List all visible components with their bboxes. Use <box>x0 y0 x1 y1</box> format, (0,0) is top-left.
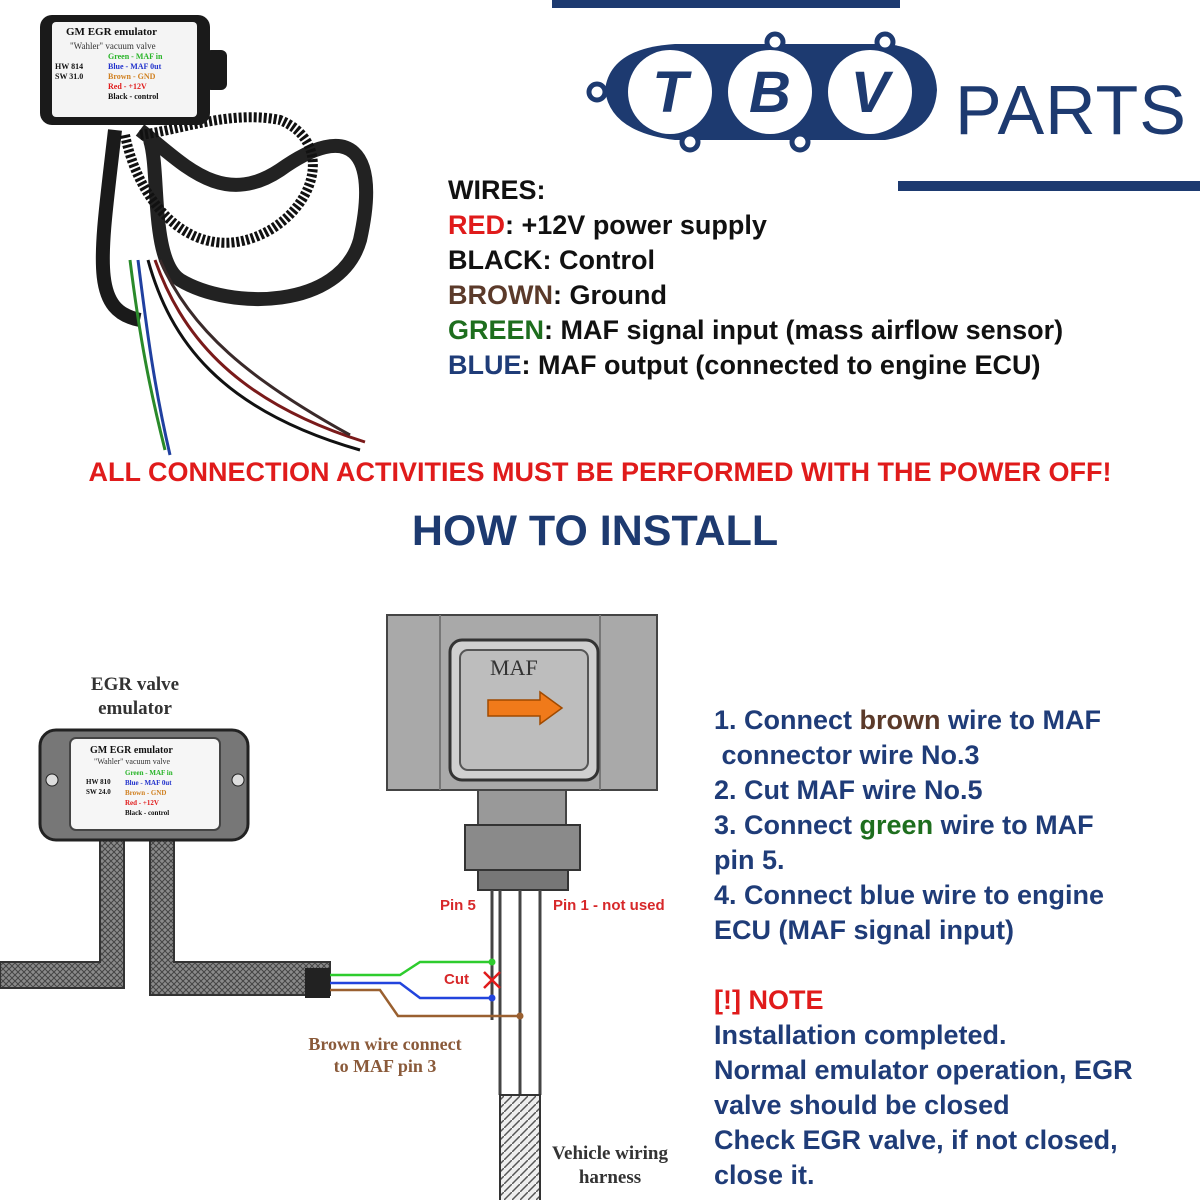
diagram-device-legend: Green - MAF in Blue - MAF 0ut Brown - GN… <box>125 768 173 818</box>
wire-blue-row: BLUE: MAF output (connected to engine EC… <box>448 348 1063 383</box>
egr-emulator-title: EGR valve emulator <box>60 673 210 721</box>
legend-brown: Brown - GND <box>108 72 156 81</box>
wire-green-name: GREEN <box>448 315 545 345</box>
diagram-device-subtitle: "Wahler" vacuum valve <box>94 757 171 766</box>
diagram-legend-black: Black - control <box>125 809 170 817</box>
wire-red-desc: : +12V power supply <box>505 210 767 240</box>
diagram-legend-blue: Blue - MAF 0ut <box>125 779 172 787</box>
step-1-text-c: wire to MAF <box>940 705 1102 735</box>
wire-brown-row: BROWN: Ground <box>448 278 1063 313</box>
step-1-brown: brown <box>859 705 941 735</box>
step-3: 3. Connect green wire to MAF <box>714 808 1184 843</box>
brand-logo: T B V <box>586 31 937 153</box>
note-line5: close it. <box>714 1160 815 1190</box>
power-off-warning: ALL CONNECTION ACTIVITIES MUST BE PERFOR… <box>88 457 1112 487</box>
vehicle-harness-label: Vehicle wiring harness <box>520 1142 700 1190</box>
install-steps: 1. Connect brown wire to MAF connector w… <box>714 703 1184 1193</box>
wire-black-desc: : Control <box>542 245 655 275</box>
diagram-legend-red: Red - +12V <box>125 799 159 807</box>
logo-letter-t: T <box>652 60 692 125</box>
note-line4: Check EGR valve, if not closed, <box>714 1125 1118 1155</box>
legend-red: Red - +12V <box>108 82 147 91</box>
wire-blue-desc: : MAF output (connected to engine ECU) <box>521 350 1041 380</box>
wire-red-row: RED: +12V power supply <box>448 208 1063 243</box>
logo-top-bar <box>552 0 900 8</box>
note-line2: Normal emulator operation, EGR <box>714 1055 1133 1085</box>
step-4-line2: ECU (MAF signal input) <box>714 915 1014 945</box>
logo-letter-b: B <box>749 60 791 125</box>
brown-note-line2: to MAF pin 3 <box>333 1056 437 1076</box>
device-legend: Green - MAF in Blue - MAF 0ut Brown - GN… <box>108 52 162 102</box>
diagram-device-sw: SW 24.0 <box>86 788 111 796</box>
pin5-label: Pin 5 <box>440 897 476 914</box>
pin1-label: Pin 1 - not used <box>553 897 665 914</box>
harness-line2: harness <box>578 1167 642 1188</box>
wire-brown-name: BROWN <box>448 280 553 310</box>
brown-note-line1: Brown wire connect <box>308 1034 462 1054</box>
step-1: 1. Connect brown wire to MAF <box>714 703 1184 738</box>
harness-line1: Vehicle wiring <box>552 1143 668 1164</box>
wires-heading: WIRES: <box>448 175 546 205</box>
brown-wire-note: Brown wire connect to MAF pin 3 <box>270 1033 500 1077</box>
device-subtitle: "Wahler" vacuum valve <box>70 41 156 51</box>
maf-label: MAF <box>490 655 538 680</box>
logo-parts-text: PARTS <box>955 71 1187 149</box>
wire-green-row: GREEN: MAF signal input (mass airflow se… <box>448 313 1063 348</box>
wire-brown-desc: : Ground <box>552 280 667 310</box>
wire-green-desc: : MAF signal input (mass airflow sensor) <box>544 315 1064 345</box>
step-3-text-c: wire to MAF <box>933 810 1094 840</box>
step-1-text-a: 1. Connect <box>714 705 860 735</box>
note-title: [!] NOTE <box>714 985 824 1015</box>
wire-black-name: BLACK <box>448 245 543 275</box>
note-line3: valve should be closed <box>714 1090 1010 1120</box>
wire-black-row: BLACK: Control <box>448 243 1063 278</box>
step-1-line2: connector wire No.3 <box>714 740 980 770</box>
how-to-install-title: HOW TO INSTALL <box>411 507 779 555</box>
logo-bottom-bar <box>898 181 1200 191</box>
wires-legend: WIRES: RED: +12V power supply BLACK: Con… <box>448 173 1063 383</box>
egr-title-line1: EGR valve <box>90 674 180 695</box>
step-3-line2: pin 5. <box>714 845 785 875</box>
diagram-device-title: GM EGR emulator <box>90 745 173 756</box>
egr-title-line2: emulator <box>98 698 172 719</box>
product-photo <box>40 15 374 456</box>
diagram-legend-green: Green - MAF in <box>125 769 173 777</box>
wire-red-name: RED <box>448 210 506 240</box>
wire-blue-name: BLUE <box>448 350 522 380</box>
legend-black: Black - control <box>108 92 159 101</box>
logo-letter-v: V <box>851 60 894 125</box>
step-3-green: green <box>859 810 934 840</box>
diagram-legend-brown: Brown - GND <box>125 789 167 797</box>
cut-label: Cut <box>444 971 469 988</box>
install-diagram <box>0 614 658 1200</box>
device-title: GM EGR emulator <box>66 26 158 38</box>
steps-spacer <box>714 948 1184 983</box>
note-line1: Installation completed. <box>714 1020 1007 1050</box>
step-3-text-a: 3. Connect <box>714 810 860 840</box>
step-2: 2. Cut MAF wire No.5 <box>714 775 983 805</box>
diagram-device-hw: HW 810 <box>86 778 111 786</box>
step-4: 4. Connect blue wire to engine <box>714 880 1105 910</box>
device-sw: SW 31.0 <box>55 72 84 81</box>
legend-blue: Blue - MAF 0ut <box>108 62 162 71</box>
legend-green: Green - MAF in <box>108 52 163 61</box>
device-hw: HW 814 <box>55 62 84 71</box>
